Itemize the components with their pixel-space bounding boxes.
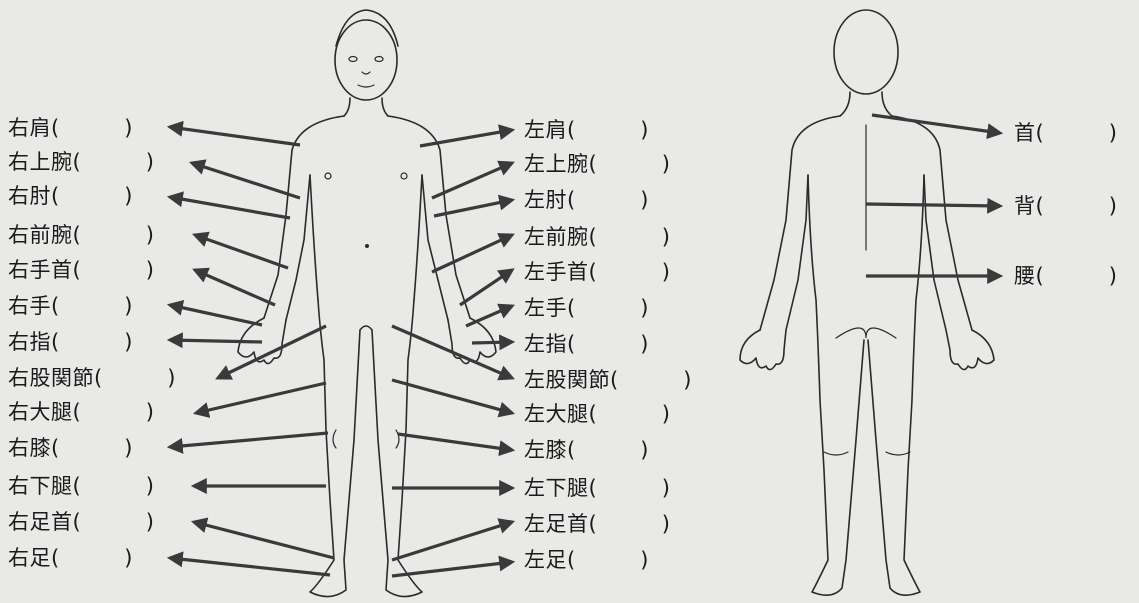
- arrow-right-wrist: [195, 270, 275, 305]
- label-left-wrist: 左手首( ): [524, 260, 670, 284]
- label-neck: 首( ): [1014, 121, 1117, 145]
- arrow-right-finger: [170, 340, 262, 342]
- back-body-outline: [740, 10, 994, 595]
- arrow-left-hand: [466, 306, 512, 326]
- back-arrows: [866, 115, 1000, 276]
- label-right-shoulder: 右肩( ): [8, 116, 133, 140]
- label-right-lower-leg: 右下腿( ): [8, 474, 154, 498]
- label-left-upper-arm: 左上腕( ): [524, 152, 670, 176]
- label-right-thigh: 右大腿( ): [8, 400, 154, 424]
- arrow-left-finger: [472, 342, 512, 343]
- label-right-elbow: 右肘( ): [8, 184, 133, 208]
- arrow-right-hip: [218, 326, 326, 378]
- arrow-left-thigh: [392, 380, 512, 413]
- left-side-arrows: [392, 130, 512, 576]
- arrow-right-ankle: [194, 522, 334, 558]
- front-body-outline: [238, 10, 496, 597]
- arrow-left-wrist: [460, 270, 512, 305]
- arrow-left-foot: [392, 562, 512, 576]
- arrow-right-elbow: [170, 197, 290, 218]
- arrow-neck: [872, 115, 1000, 133]
- label-left-ankle: 左足首( ): [524, 512, 670, 536]
- label-left-foot: 左足( ): [524, 548, 649, 572]
- label-left-lower-leg: 左下腿( ): [524, 476, 670, 500]
- arrow-left-upper-arm: [432, 163, 512, 198]
- label-left-thigh: 左大腿( ): [524, 402, 670, 426]
- arrow-right-thigh: [196, 383, 326, 413]
- label-left-hand: 左手( ): [524, 296, 649, 320]
- label-right-upper-arm: 右上腕( ): [8, 150, 154, 174]
- label-left-knee: 左膝( ): [524, 438, 649, 462]
- arrow-right-shoulder: [170, 127, 300, 145]
- arrow-left-forearm: [432, 235, 512, 272]
- label-waist: 腰( ): [1014, 264, 1117, 288]
- arrow-right-knee: [170, 433, 328, 447]
- right-side-arrows: [170, 127, 334, 575]
- label-back: 背( ): [1014, 194, 1117, 218]
- label-left-elbow: 左肘( ): [524, 188, 649, 212]
- arrow-left-ankle: [392, 522, 512, 560]
- label-right-hand: 右手( ): [8, 294, 133, 318]
- label-left-forearm: 左前腕( ): [524, 225, 670, 249]
- label-right-hip-joint: 右股関節( ): [8, 366, 176, 390]
- label-right-forearm: 右前腕( ): [8, 223, 154, 247]
- label-left-shoulder: 左肩( ): [524, 118, 649, 142]
- label-right-knee: 右膝( ): [8, 436, 133, 460]
- arrow-left-knee: [398, 434, 512, 450]
- label-right-wrist: 右手首( ): [8, 258, 154, 282]
- label-left-finger: 左指( ): [524, 332, 649, 356]
- arrow-right-forearm: [195, 235, 288, 268]
- arrow-right-foot: [170, 558, 330, 575]
- arrow-right-hand: [170, 305, 262, 325]
- label-right-finger: 右指( ): [8, 330, 133, 354]
- arrow-right-upper-arm: [192, 163, 300, 198]
- label-left-hip-joint: 左股関節( ): [524, 368, 692, 392]
- arrow-left-hip: [392, 326, 512, 378]
- label-right-ankle: 右足首( ): [8, 510, 154, 534]
- arrow-back: [866, 204, 1000, 206]
- label-right-foot: 右足( ): [8, 546, 133, 570]
